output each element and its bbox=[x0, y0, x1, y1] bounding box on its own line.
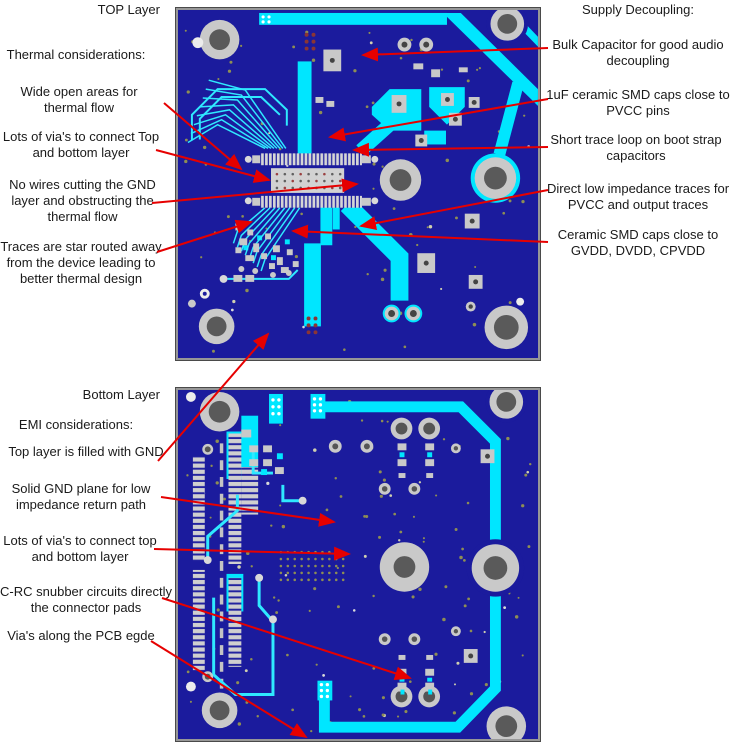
annotation-solid-gnd: Solid GND plane for low impedance return… bbox=[11, 481, 151, 512]
misc-vias bbox=[185, 391, 461, 692]
annotation-snubber: C-RC snubber circuits directly the conne… bbox=[0, 584, 172, 615]
annotation-star-routed: Traces are star routed away from the dev… bbox=[0, 239, 162, 286]
annotation-bulk-capacitor: Bulk Capacitor for good audio decoupling bbox=[552, 37, 724, 68]
bottom-layer-pcb-art bbox=[178, 390, 538, 739]
annotation-edge-vias: Via's along the PCB egde bbox=[7, 628, 155, 643]
bottom-layer-pcb-image bbox=[176, 388, 540, 741]
annotation-bootstrap-loop: Short trace loop on boot strap capacitor… bbox=[550, 132, 722, 163]
top-layer-pcb-image bbox=[176, 8, 540, 360]
annotation-1uf-caps: 1uF ceramic SMD caps close to PVCC pins bbox=[546, 87, 730, 118]
annotation-gnd-fill: Top layer is filled with GND bbox=[8, 444, 164, 459]
annotation-low-impedance: Direct low impedance traces for PVCC and… bbox=[546, 181, 730, 212]
bottom-board-label: Bottom Layer bbox=[82, 387, 160, 402]
gnd-guard-ring bbox=[310, 393, 501, 733]
thermal-heading: Thermal considerations: bbox=[6, 47, 146, 62]
annotation-vias-top: Lots of via's to connect Top and bottom … bbox=[2, 129, 160, 160]
rca-connector-pads bbox=[390, 417, 441, 708]
supply-heading: Supply Decoupling: bbox=[581, 2, 695, 17]
top-layer-pcb-art bbox=[178, 10, 538, 358]
emi-heading: EMI considerations: bbox=[18, 417, 134, 432]
annotation-no-wires: No wires cutting the GND layer and obstr… bbox=[9, 177, 156, 224]
top-board-label: TOP Layer bbox=[97, 2, 160, 17]
annotation-vias-bottom: Lots of via's to connect top and bottom … bbox=[3, 533, 157, 564]
annotation-wide-open-areas: Wide open areas for thermal flow bbox=[20, 84, 138, 115]
annotation-gvdd-caps: Ceramic SMD caps close to GVDD, DVDD, CP… bbox=[557, 227, 719, 258]
